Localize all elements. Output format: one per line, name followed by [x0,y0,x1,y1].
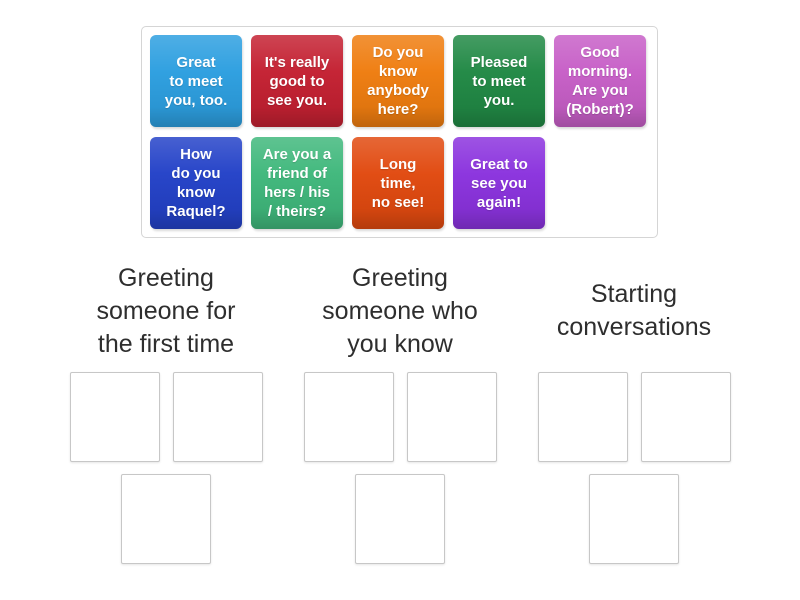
category-group-first-time: Greeting someone for the first time [68,258,264,564]
drop-slot[interactable] [355,474,445,564]
draggable-card[interactable]: Good morning. Are you (Robert)? [554,35,646,127]
draggable-card[interactable]: Do you know anybody here? [352,35,444,127]
category-group-starting-conversations: Starting conversations [536,258,732,564]
category-title: Greeting someone who you know [322,263,478,358]
tile-tray: Great to meet you, too. It's really good… [141,26,658,238]
category-title: Starting conversations [556,280,712,341]
slot-row [302,372,498,462]
drop-slot[interactable] [406,372,497,462]
draggable-card[interactable]: Long time, no see! [352,137,444,229]
slot-row [302,474,498,564]
slot-row [68,474,264,564]
draggable-card[interactable]: How do you know Raquel? [150,137,242,229]
drop-slot[interactable] [69,372,160,462]
drop-slot[interactable] [640,372,731,462]
category-group-someone-you-know: Greeting someone who you know [302,258,498,564]
draggable-card[interactable]: Great to meet you, too. [150,35,242,127]
drop-slot[interactable] [121,474,211,564]
slot-row [68,372,264,462]
drop-slot[interactable] [172,372,263,462]
drop-slot[interactable] [537,372,628,462]
drop-slot[interactable] [303,372,394,462]
drop-slot[interactable] [589,474,679,564]
category-title: Greeting someone for the first time [96,263,236,358]
draggable-card[interactable]: Are you a friend of hers / his / theirs? [251,137,343,229]
draggable-card[interactable]: Great to see you again! [453,137,545,229]
draggable-card[interactable]: Pleased to meet you. [453,35,545,127]
slot-row [536,372,732,462]
draggable-card[interactable]: It's really good to see you. [251,35,343,127]
slot-row [536,474,732,564]
